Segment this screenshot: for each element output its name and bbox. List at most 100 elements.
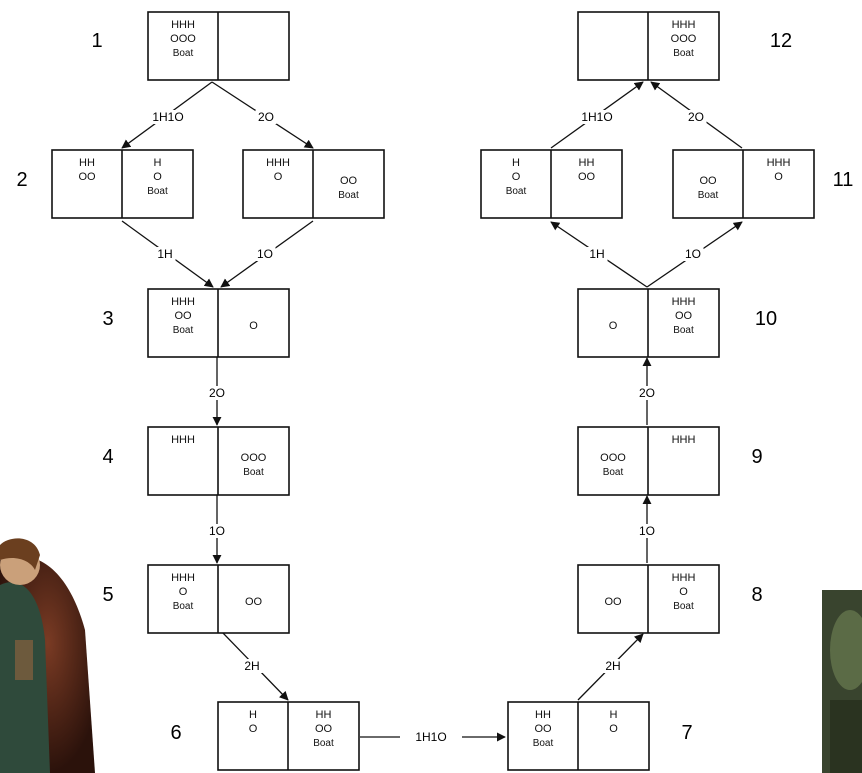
occupant-label: HHH	[767, 157, 791, 169]
move-text: 1H1O	[152, 110, 183, 124]
occupant-label: OOO	[671, 33, 697, 45]
state-number-1: 1	[91, 30, 102, 52]
occupant-label: OOO	[241, 452, 267, 464]
move-text: 2O	[209, 386, 225, 400]
boat-label: Boat	[338, 190, 359, 201]
state-number-2: 2	[16, 169, 27, 191]
occupant-label: H	[154, 157, 162, 169]
occupant-label: OO	[578, 171, 596, 183]
state-box-10: O HHH OO Boat	[577, 288, 720, 358]
boat-label: Boat	[673, 325, 694, 336]
move-text: 2O	[258, 110, 274, 124]
move-label-m2_3b: 1O	[254, 247, 276, 261]
occupant-label: OO	[604, 596, 622, 608]
state-number-3: 3	[102, 308, 113, 330]
state-box-11: HO Boat HH OO	[480, 149, 623, 219]
state-number-7: 7	[681, 722, 692, 744]
move-text: 2O	[639, 386, 655, 400]
occupant-label: HHH	[171, 19, 195, 31]
occupant-label: HHH	[672, 572, 696, 584]
occupant-label: OO	[699, 175, 717, 187]
occupant-label: O	[249, 723, 258, 735]
move-text: 1H	[589, 247, 604, 261]
occupant-label: OO	[340, 175, 358, 187]
move-label-m3_4: 2O	[206, 386, 228, 400]
occupant-label: O	[609, 723, 618, 735]
occupant-label: H	[610, 709, 618, 721]
occupant-label: HHH	[672, 434, 696, 446]
occupant-label: O	[774, 171, 783, 183]
occupant-label: HH	[316, 709, 332, 721]
occupant-label: OO	[174, 310, 192, 322]
boat-label: Boat	[243, 467, 264, 478]
move-label-m6_7: 1H1O	[413, 730, 449, 744]
occupant-label: OO	[245, 596, 263, 608]
boat-label: Boat	[506, 186, 527, 197]
move-text: 1O	[639, 524, 655, 538]
occupant-label: O	[512, 171, 521, 183]
occupant-label: O	[274, 171, 283, 183]
occupant-label: HHH	[266, 157, 290, 169]
move-text: 2H	[244, 659, 259, 673]
occupant-label: H	[249, 709, 257, 721]
boat-label: Boat	[603, 467, 624, 478]
occupant-label: HHH	[171, 572, 195, 584]
occupant-label: O	[679, 586, 688, 598]
occupant-label: HH	[579, 157, 595, 169]
move-text: 2O	[688, 110, 704, 124]
move-label-m5_6: 2H	[241, 659, 263, 673]
occupant-label: HHH	[171, 296, 195, 308]
state-box-3: HHH OO Boat O	[147, 288, 290, 358]
occupant-label: OO	[675, 310, 693, 322]
move-label-m1_2b: 2O	[255, 110, 277, 124]
boat-label: Boat	[673, 601, 694, 612]
boat-label: Boat	[173, 601, 194, 612]
move-label-m10_11a: 1H	[586, 247, 608, 261]
boat-label: Boat	[698, 190, 719, 201]
state-number-11: 11	[833, 169, 854, 191]
move-label-m7_8: 2H	[602, 659, 624, 673]
occupant-label: HH	[535, 709, 551, 721]
move-label-m8_9: 1O	[636, 524, 658, 538]
occupant-label: HHH	[672, 296, 696, 308]
move-text: 1H1O	[415, 730, 446, 744]
occupant-label: HH	[79, 157, 95, 169]
move-label-m1_2a: 1H1O	[150, 110, 186, 124]
transition-arrows	[121, 81, 743, 742]
occupant-label: OO	[315, 723, 333, 735]
move-text: 1H1O	[581, 110, 612, 124]
right-person-photo	[822, 590, 862, 773]
occupant-label: O	[153, 171, 162, 183]
state-number-6: 6	[170, 722, 181, 744]
occupant-label: OO	[78, 171, 96, 183]
move-label-m2_3a: 1H	[154, 247, 176, 261]
move-label-m11_12a: 1H1O	[579, 110, 615, 124]
state-number-9: 9	[751, 446, 762, 468]
boat-label: Boat	[173, 325, 194, 336]
occupant-label: OOO	[600, 452, 626, 464]
occupant-label: OO	[534, 723, 552, 735]
state-box-8: OO HHH O Boat	[577, 564, 720, 634]
state-box-11b: OO Boat HHH O	[672, 149, 815, 219]
move-label-m10_11b: 1O	[682, 247, 704, 261]
occupant-label: O	[249, 320, 258, 332]
move-label-m11_12b: 2O	[685, 110, 707, 124]
state-box-9: OOO Boat HHH	[577, 426, 720, 496]
move-text: 1O	[685, 247, 701, 261]
boat-label: Boat	[673, 48, 694, 59]
state-number-10: 10	[755, 308, 777, 330]
move-label-m4_5: 1O	[206, 524, 228, 538]
move-text: 1O	[257, 247, 273, 261]
occupant-label: H	[512, 157, 520, 169]
occupant-label: O	[609, 320, 618, 332]
